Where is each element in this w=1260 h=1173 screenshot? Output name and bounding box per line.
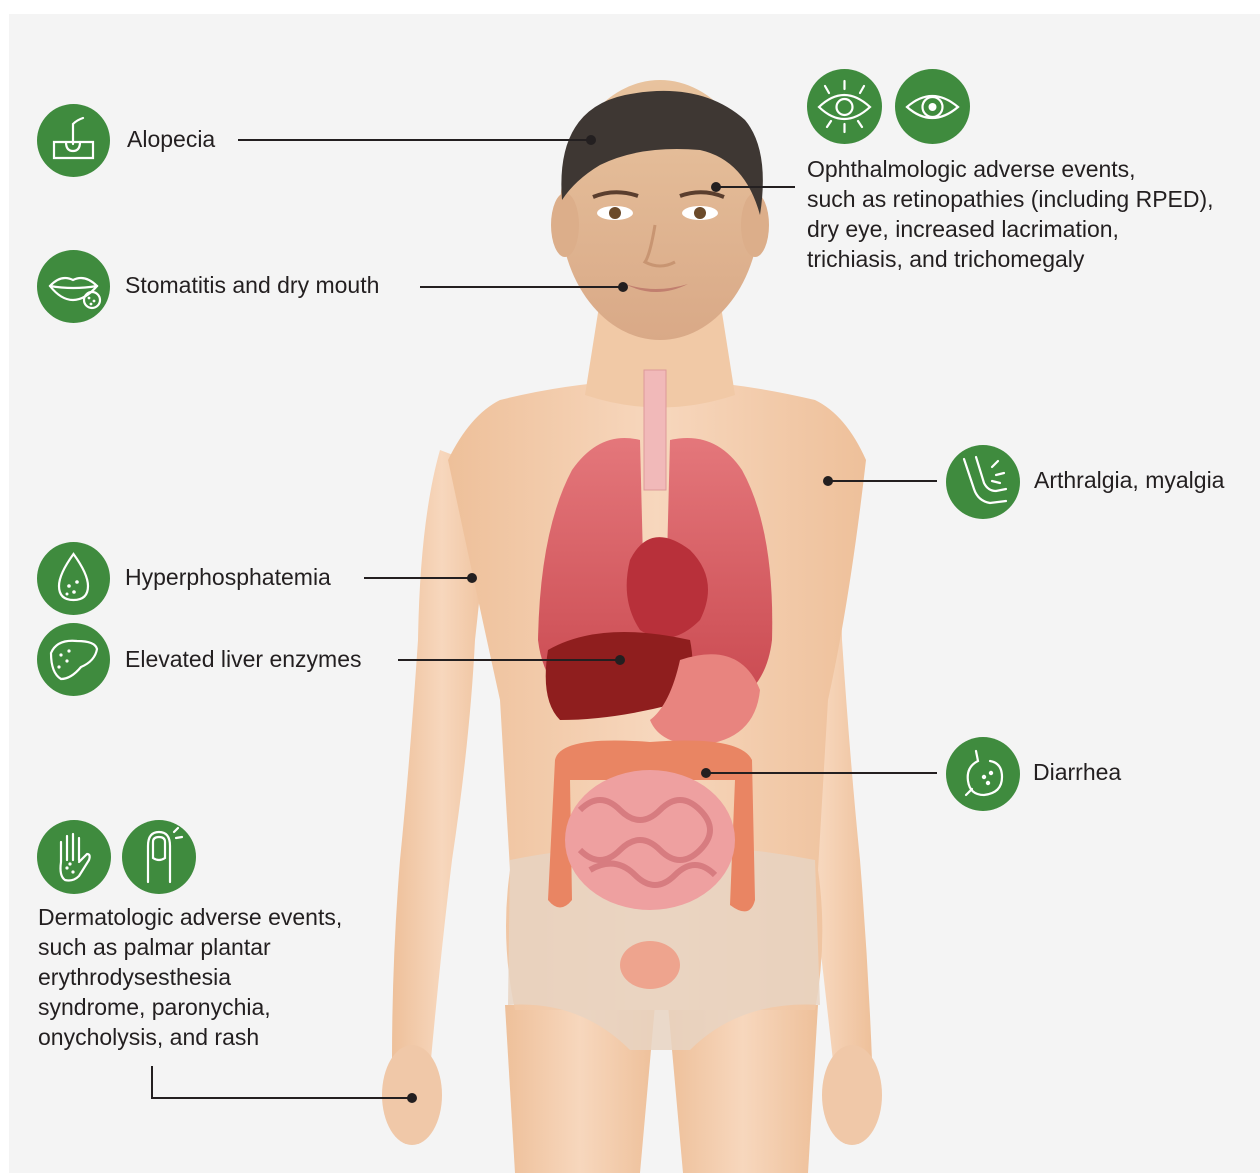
elbow-joint-icon [946,445,1020,519]
label-arthralgia: Arthralgia, myalgia [1034,465,1224,495]
label-alopecia: Alopecia [127,124,215,154]
label-liver-enzymes: Elevated liver enzymes [125,644,362,674]
ophthalmologic-line: Ophthalmologic adverse events, [807,154,1214,184]
eye-lashes-icon [807,69,882,144]
fingernail-icon [122,820,196,894]
ophthalmologic-line: dry eye, increased lacrimation, [807,214,1214,244]
label-ophthalmologic: Ophthalmologic adverse events, such as r… [807,154,1214,274]
liver-icon [37,623,110,696]
drop-icon [37,542,110,615]
left-hand [822,1045,882,1145]
small-intestine [565,770,735,910]
dermatologic-line: syndrome, paronychia, [38,992,342,1022]
ophthalmologic-line: such as retinopathies (including RPED), [807,184,1214,214]
stomach-icon [946,737,1020,811]
label-dermatologic: Dermatologic adverse events, such as pal… [38,902,342,1052]
dermatologic-line: such as palmar plantar [38,932,342,962]
dermatologic-line: erythrodysesthesia [38,962,342,992]
label-stomatitis: Stomatitis and dry mouth [125,270,379,300]
hair-follicle-icon [37,104,110,177]
palm-icon [37,820,111,894]
bladder [620,941,680,989]
dermatologic-line: onycholysis, and rash [38,1022,342,1052]
label-hyperphosphatemia: Hyperphosphatemia [125,562,331,592]
eye-icon [895,69,970,144]
dermatologic-line: Dermatologic adverse events, [38,902,342,932]
ophthalmologic-line: trichiasis, and trichomegaly [807,244,1214,274]
label-diarrhea: Diarrhea [1033,757,1121,787]
lips-icon [37,250,110,323]
